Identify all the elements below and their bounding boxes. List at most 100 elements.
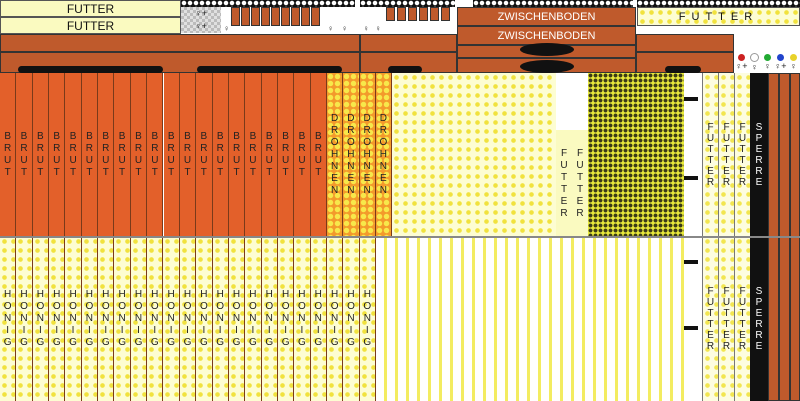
brood-frame-label: BRUT: [100, 131, 112, 179]
brood-frame-label: BRUT: [132, 131, 144, 179]
zwischenboden-1: ZWISCHENBODEN: [457, 7, 636, 26]
frame-handle-6: [665, 66, 701, 73]
brood-frame-9: BRUT: [130, 73, 148, 237]
right-feed-lower-1: FUTTER: [702, 237, 718, 401]
queen-excluder-upper: SPERRE: [750, 73, 768, 237]
brood-frame-10: BRUT: [147, 73, 164, 237]
top-futter-label-1: FUTTER: [66, 1, 115, 16]
queen-cell-18: [419, 7, 428, 21]
brood-frame-label: BRUT: [165, 131, 177, 179]
queen-mark-yellow-symbol: ♀: [790, 60, 797, 71]
frame-bar-right-1: [636, 34, 734, 52]
honey-frame-13: HONIG: [196, 237, 213, 401]
green-dot-icon: [764, 53, 771, 61]
honey-frame-label: HONIG: [312, 289, 324, 349]
queen-excluder-lower: SPERRE: [750, 237, 768, 401]
drone-frame-label: DROHNEN: [329, 113, 341, 197]
drone-frame-2: DROHNEN: [343, 73, 360, 237]
top-rail-4: [637, 0, 800, 7]
queen-excluder-lower-label: SPERRE: [753, 286, 765, 352]
right-feed-lower-1-label: FUTTER: [705, 286, 716, 352]
honey-frame-23: HONIG: [359, 237, 376, 401]
right-feed-lower-2: FUTTER: [718, 237, 734, 401]
honey-frame-label: HONIG: [83, 289, 95, 349]
honey-frame-6: HONIG: [81, 237, 99, 401]
top-right-futter: FUTTER: [637, 7, 800, 26]
honey-frame-7: HONIG: [98, 237, 115, 401]
brood-frame-17: BRUT: [261, 73, 278, 237]
queen-cell-14: ♀: [372, 7, 384, 33]
brood-frame-label: BRUT: [116, 131, 128, 179]
white-dot-icon: [750, 52, 759, 62]
honey-frame-9: HONIG: [130, 237, 148, 401]
brood-frame-label: BRUT: [247, 131, 259, 179]
brood-frame-label: BRUT: [149, 131, 161, 179]
queen-cell-8: [291, 7, 300, 26]
honey-frame-label: HONIG: [198, 289, 210, 349]
feed-frame-2-label: FUTTER: [574, 147, 586, 220]
queen-mark-blue: ♀+: [774, 52, 787, 72]
queen-cell-19: [430, 7, 439, 21]
right-feed-lower-3: FUTTER: [734, 237, 750, 401]
queen-mark-white-symbol: ♀: [751, 61, 758, 72]
brood-frame-5: BRUT: [65, 73, 82, 237]
queen-cell-10: [311, 7, 320, 26]
frame-handle-5: [520, 60, 574, 73]
queen-cell-3: [241, 7, 250, 26]
top-right-futter-label: FUTTER: [678, 10, 759, 23]
drone-frame-label: DROHNEN: [345, 113, 357, 197]
brood-frame-20: BRUT: [310, 73, 327, 237]
brood-frame-12: BRUT: [179, 73, 197, 237]
feed-frame-2: FUTTER: [572, 130, 588, 237]
honey-frame-8: HONIG: [114, 237, 131, 401]
honey-frame-label: HONIG: [149, 289, 161, 349]
queen-mark-red-symbol: ♀+: [735, 60, 748, 71]
right-feed-upper-3-label: FUTTER: [737, 122, 748, 188]
queen-mark-red: ♀+: [735, 52, 748, 72]
brood-frame-label: BRUT: [214, 131, 226, 179]
body-divider: [0, 236, 800, 238]
honey-frame-label: HONIG: [100, 289, 112, 349]
queen-mark-white: ♀: [748, 52, 761, 72]
honey-frame-18: HONIG: [277, 237, 295, 401]
brood-frame-label: BRUT: [231, 131, 243, 179]
honey-frame-4: HONIG: [49, 237, 66, 401]
queen-cage-2-symbol: ♀+: [194, 21, 207, 31]
honey-frame-label: HONIG: [34, 289, 46, 349]
honey-frame-5: HONIG: [65, 237, 82, 401]
brood-frame-label: BRUT: [83, 131, 95, 179]
honey-frame-label: HONIG: [361, 289, 373, 349]
honey-frame-11: HONIG: [163, 237, 180, 401]
honey-frame-20: HONIG: [310, 237, 327, 401]
blue-dot-icon: [777, 53, 784, 61]
brood-frame-label: BRUT: [263, 131, 275, 179]
queen-cell-9: [301, 7, 310, 26]
red-dot-icon: [738, 53, 745, 61]
brood-frame-18: BRUT: [277, 73, 295, 237]
brood-frame-6: BRUT: [81, 73, 99, 237]
honey-frame-label: HONIG: [214, 289, 226, 349]
yellow-dot-icon: [790, 53, 797, 61]
frame-handle-2: [197, 66, 342, 73]
queen-cell-16: [397, 7, 406, 21]
top-rail-1: [181, 0, 355, 7]
queen-cell-12-symbol: ♀: [341, 24, 348, 33]
honey-frame-22: HONIG: [343, 237, 360, 401]
brood-frame-1: BRUT: [0, 73, 17, 237]
honey-frame-10: HONIG: [147, 237, 164, 401]
queen-cell-7: [281, 7, 290, 26]
honey-frame-label: HONIG: [116, 289, 128, 349]
honey-frame-3: HONIG: [32, 237, 50, 401]
zwischenboden-label-1: ZWISCHENBODEN: [497, 10, 596, 23]
honey-frame-label: HONIG: [263, 289, 275, 349]
honey-frame-label: HONIG: [329, 289, 341, 349]
brood-frame-label: BRUT: [51, 131, 63, 179]
right-feed-lower-3-label: FUTTER: [737, 286, 748, 352]
brood-frame-13: BRUT: [196, 73, 213, 237]
frame-handle-1: [18, 66, 163, 73]
queen-cell-11: ♀: [324, 7, 337, 33]
queen-cell-20: [441, 7, 450, 21]
honey-frame-label: HONIG: [165, 289, 177, 349]
queen-cell-13-symbol: ♀: [363, 24, 369, 33]
